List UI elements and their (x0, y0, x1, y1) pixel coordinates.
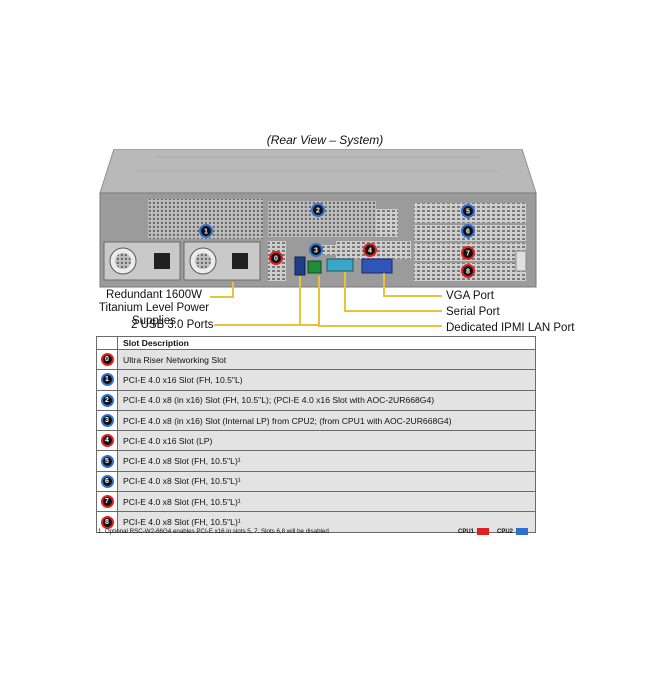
ipmi-leader-v (318, 276, 320, 326)
slot-number-cell: 4 (96, 430, 118, 452)
server-slot-badge-label: 0 (274, 256, 278, 263)
ipmi-callout: Dedicated IPMI LAN Port (446, 322, 575, 334)
server-slot-badge: 6 (461, 224, 475, 238)
legend: CPU1 CPU2 (458, 528, 536, 535)
slot-description-cell: PCI-E 4.0 x8 (in x16) Slot (Internal LP)… (117, 409, 536, 432)
slot-number-cell: 7 (96, 491, 118, 513)
psu-callout: Redundant 1600W Titanium Level Power Sup… (98, 289, 210, 327)
slot-badge: 0 (100, 353, 114, 367)
slot-description-cell: PCI-E 4.0 x16 Slot (FH, 10.5"L) (117, 369, 536, 391)
legend-label: CPU1 (458, 528, 475, 535)
legend-swatch (477, 528, 490, 535)
legend-label: CPU2 (497, 528, 514, 535)
slot-badge: 6 (100, 474, 114, 488)
server-slot-badge: 3 (309, 243, 323, 257)
slot-badge: 7 (100, 495, 114, 509)
slot-description-cell: PCI-E 4.0 x8 Slot (FH, 10.5"L)¹ (117, 491, 536, 513)
server-slot-badge: 0 (269, 251, 283, 265)
server-slot-badge-label: 2 (316, 208, 320, 215)
footnote: 1. Optional RSC-W2-66G4 enables PCI-E x1… (98, 528, 331, 535)
vga-leader-h (383, 295, 442, 297)
server-rear-view: 1 2 3 4 0 5 6 7 8 (99, 149, 537, 288)
usb-ports (294, 256, 306, 276)
slot-description-cell: PCI-E 4.0 x8 Slot (FH, 10.5"L)¹ (117, 450, 536, 472)
slot-number-cell: 6 (96, 470, 118, 493)
vga-callout: VGA Port (446, 290, 494, 302)
server-slot-badge: 1 (199, 224, 213, 238)
table-header-num (96, 336, 118, 350)
ipmi-leader-h (318, 325, 442, 327)
slot-description-cell: PCI-E 4.0 x8 Slot (FH, 10.5"L)¹ (117, 511, 536, 533)
server-slot-badge: 5 (461, 204, 475, 218)
slot-number-cell: 0 (96, 348, 118, 371)
usb-leader-v1 (299, 276, 301, 326)
usb-leader-h (214, 324, 320, 326)
diagram-caption: (Rear View – System) (266, 133, 384, 147)
slot-badge: 5 (100, 454, 114, 468)
slot-description-cell: Ultra Riser Networking Slot (117, 348, 536, 371)
vga-leader-v (383, 273, 385, 297)
serial-leader-h (344, 310, 442, 312)
slot-number-cell: 2 (96, 389, 118, 411)
slot-number-cell: 3 (96, 409, 118, 432)
slot-number-cell: 5 (96, 450, 118, 472)
server-slot-badge-label: 8 (466, 269, 470, 276)
server-slot-badge-label: 5 (466, 209, 470, 216)
table-header-title: Slot Description (117, 336, 536, 350)
server-slot-badge-label: 6 (466, 229, 470, 236)
legend-item: CPU1 (458, 528, 490, 535)
vga-port (361, 258, 393, 274)
server-slot-badge: 2 (311, 203, 325, 217)
slot-badge: 8 (100, 515, 114, 529)
serial-callout: Serial Port (446, 306, 500, 318)
server-slot-badge-label: 4 (368, 248, 372, 255)
server-slot-badge: 8 (461, 264, 475, 278)
ipmi-lan-port (307, 260, 322, 274)
slot-description-cell: PCI-E 4.0 x16 Slot (LP) (117, 430, 536, 452)
slot-badge: 3 (100, 414, 114, 428)
slot-badge: 4 (100, 434, 114, 448)
server-slot-badge-label: 3 (314, 248, 318, 255)
slot-number-cell: 1 (96, 369, 118, 391)
slot-badge: 1 (100, 373, 114, 387)
server-slot-badge-label: 1 (204, 229, 208, 236)
slot-description-cell: PCI-E 4.0 x8 (in x16) Slot (FH, 10.5"L);… (117, 389, 536, 411)
psu-leader-v (232, 282, 234, 298)
power-supply-1 (103, 241, 181, 281)
server-slot-badge-label: 7 (466, 251, 470, 258)
slot-badge: 2 (100, 393, 114, 407)
server-slot-badge: 7 (461, 246, 475, 260)
slot-description-cell: PCI-E 4.0 x8 Slot (FH, 10.5"L)¹ (117, 470, 536, 493)
serial-port (326, 258, 354, 272)
usb-callout: 2 USB 3.0 Ports (131, 319, 214, 331)
psu-leader-h (210, 296, 234, 298)
slot-number-cell: 8 (96, 511, 118, 533)
power-supply-2 (183, 241, 261, 281)
legend-item: CPU2 (497, 528, 529, 535)
serial-leader-v (344, 272, 346, 312)
server-slot-badge: 4 (363, 243, 377, 257)
legend-swatch (516, 528, 529, 535)
